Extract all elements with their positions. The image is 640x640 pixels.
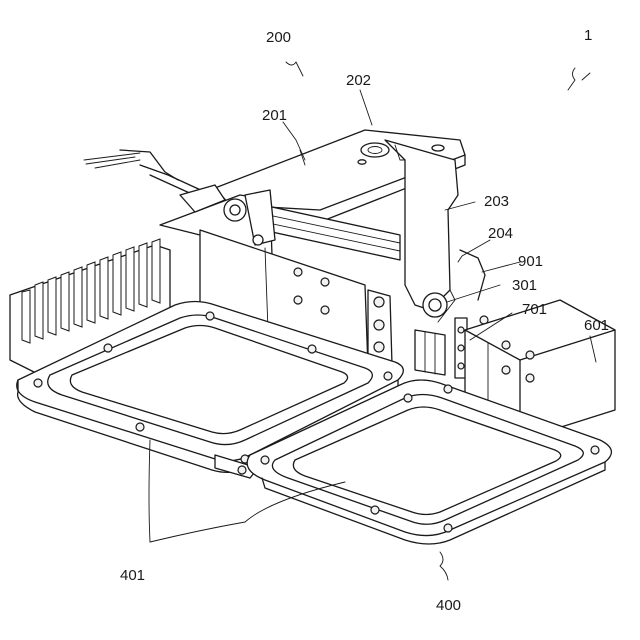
label-301: 301	[512, 277, 537, 294]
label-701: 701	[522, 301, 547, 318]
label-901: 901	[518, 253, 543, 270]
label-401: 401	[120, 567, 145, 584]
label-202: 202	[346, 72, 371, 89]
label-601: 601	[584, 317, 609, 334]
label-1: 1	[584, 27, 592, 44]
label-200: 200	[266, 29, 291, 46]
label-201: 201	[262, 107, 287, 124]
label-203: 203	[484, 193, 509, 210]
label-400: 400	[436, 597, 461, 614]
label-204: 204	[488, 225, 513, 242]
